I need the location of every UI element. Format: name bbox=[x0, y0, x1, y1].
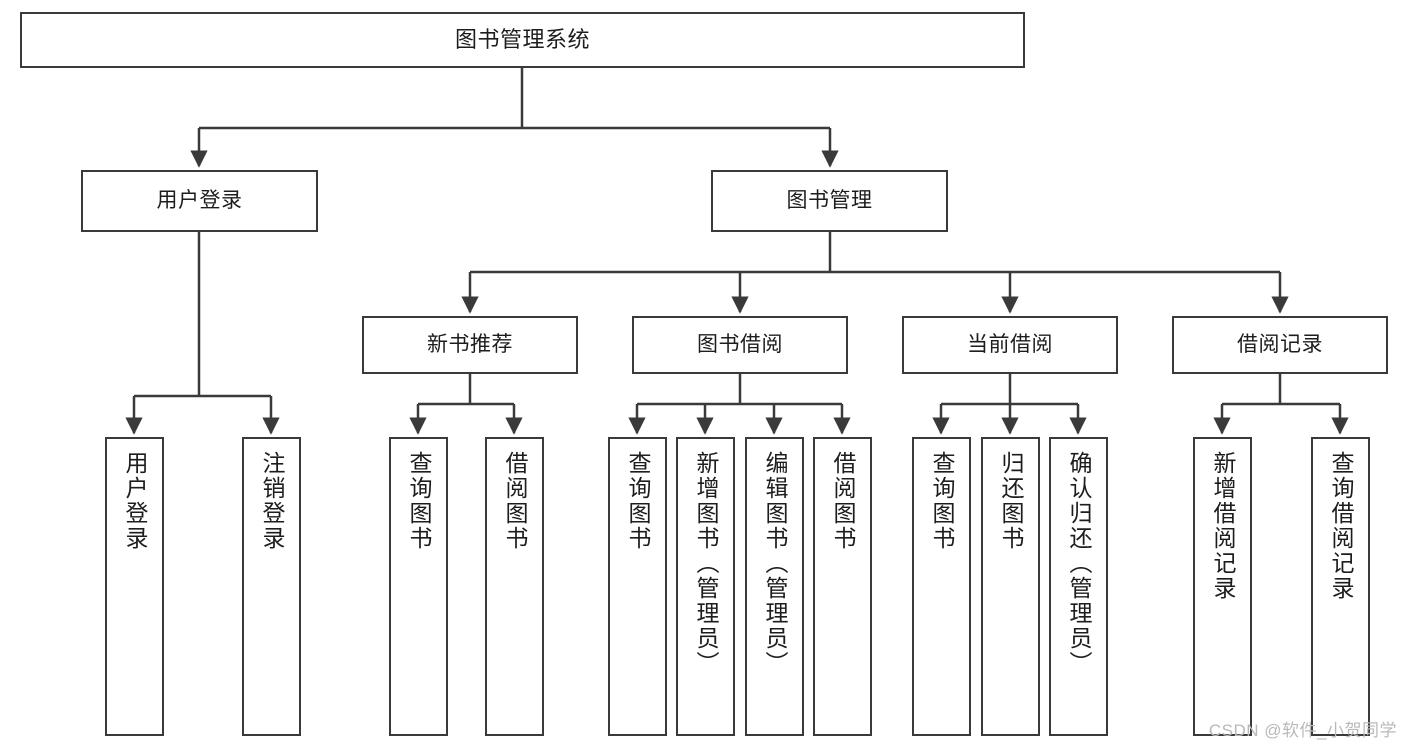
leaf-user-login-logout-label: 注销登录 bbox=[259, 451, 285, 551]
leaf-borrow-edit-book[interactable]: 编辑图书（管理员） bbox=[745, 437, 804, 736]
leaf-borrow-add-book[interactable]: 新增图书（管理员） bbox=[676, 437, 735, 736]
node-borrow-records[interactable]: 借阅记录 bbox=[1172, 316, 1388, 374]
leaf-current-query[interactable]: 查询图书 bbox=[912, 437, 971, 736]
node-user-login[interactable]: 用户登录 bbox=[81, 170, 318, 232]
node-root[interactable]: 图书管理系统 bbox=[20, 12, 1025, 68]
leaf-user-login-login[interactable]: 用户登录 bbox=[105, 437, 164, 736]
node-current-borrowing[interactable]: 当前借阅 bbox=[902, 316, 1118, 374]
leaf-records-query-label: 查询借阅记录 bbox=[1328, 451, 1354, 601]
leaf-current-confirm-return-label: 确认归还（管理员） bbox=[1066, 451, 1092, 676]
leaf-user-login-logout[interactable]: 注销登录 bbox=[242, 437, 301, 736]
leaf-current-confirm-return[interactable]: 确认归还（管理员） bbox=[1049, 437, 1108, 736]
node-new-book-recommendation-label: 新书推荐 bbox=[427, 333, 513, 357]
leaf-new-books-query[interactable]: 查询图书 bbox=[389, 437, 448, 736]
csdn-watermark: CSDN @软件_小贺同学 bbox=[1208, 721, 1397, 740]
leaf-borrow-edit-book-label: 编辑图书（管理员） bbox=[762, 451, 788, 676]
leaf-borrow-borrow-book[interactable]: 借阅图书 bbox=[813, 437, 872, 736]
leaf-new-books-query-label: 查询图书 bbox=[406, 451, 432, 551]
leaf-records-add-label: 新增借阅记录 bbox=[1210, 451, 1236, 601]
leaf-new-books-borrow-label: 借阅图书 bbox=[502, 451, 528, 551]
node-user-login-label: 用户登录 bbox=[156, 189, 243, 213]
leaf-current-query-label: 查询图书 bbox=[929, 451, 955, 551]
leaf-borrow-query[interactable]: 查询图书 bbox=[608, 437, 667, 736]
leaf-borrow-add-book-label: 新增图书（管理员） bbox=[693, 451, 719, 676]
node-new-book-recommendation[interactable]: 新书推荐 bbox=[362, 316, 578, 374]
node-book-borrowing[interactable]: 图书借阅 bbox=[632, 316, 848, 374]
node-current-borrowing-label: 当前借阅 bbox=[967, 333, 1053, 357]
leaf-user-login-login-label: 用户登录 bbox=[122, 451, 148, 551]
leaf-new-books-borrow[interactable]: 借阅图书 bbox=[485, 437, 544, 736]
node-root-label: 图书管理系统 bbox=[454, 26, 590, 52]
leaf-records-add[interactable]: 新增借阅记录 bbox=[1193, 437, 1252, 736]
node-borrow-records-label: 借阅记录 bbox=[1237, 333, 1323, 357]
leaf-current-return[interactable]: 归还图书 bbox=[981, 437, 1040, 736]
leaf-current-return-label: 归还图书 bbox=[998, 451, 1024, 551]
leaf-borrow-query-label: 查询图书 bbox=[625, 451, 651, 551]
leaf-borrow-borrow-book-label: 借阅图书 bbox=[830, 451, 856, 551]
node-book-management[interactable]: 图书管理 bbox=[711, 170, 948, 232]
node-book-management-label: 图书管理 bbox=[786, 189, 873, 213]
node-book-borrowing-label: 图书借阅 bbox=[697, 333, 783, 357]
leaf-records-query[interactable]: 查询借阅记录 bbox=[1311, 437, 1370, 736]
